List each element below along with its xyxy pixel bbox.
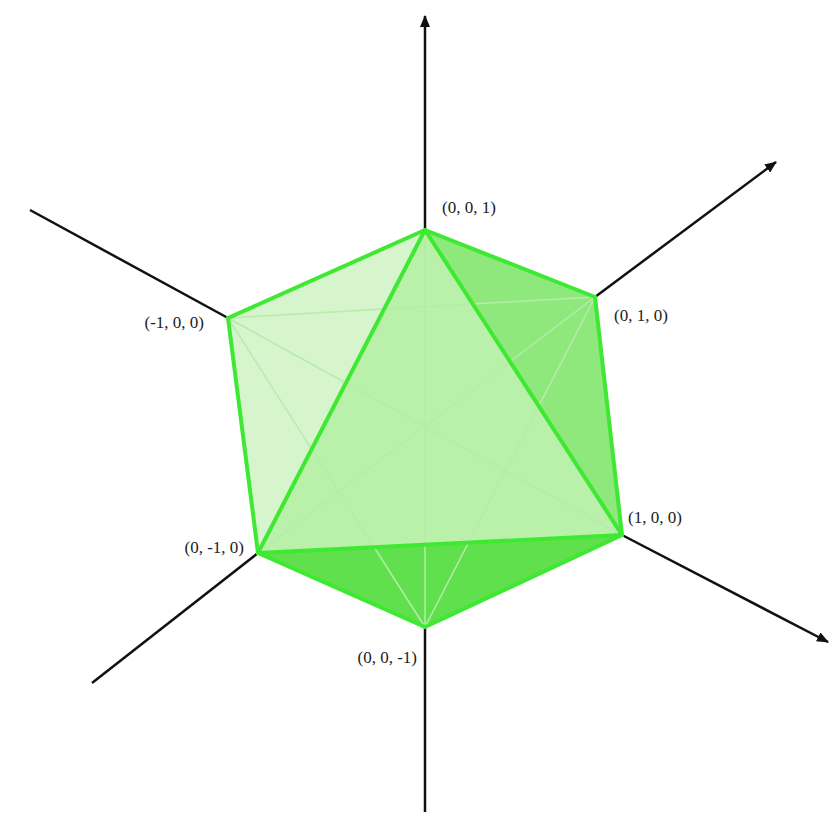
edge xyxy=(425,230,595,297)
interior-axis xyxy=(424,230,426,627)
y-axis xyxy=(595,162,776,297)
x-axis-negative xyxy=(30,210,228,318)
x-axis xyxy=(622,535,828,642)
hidden-edge xyxy=(228,318,425,627)
vertex-label: (0, 1, 0) xyxy=(612,306,670,326)
visible-edges xyxy=(228,230,622,627)
vertex-label: (-1, 0, 0) xyxy=(143,313,206,333)
edge xyxy=(228,230,425,318)
z-axis xyxy=(424,16,427,230)
y-axis-negative xyxy=(92,553,258,683)
hidden-edge xyxy=(228,297,595,318)
z-axis-negative xyxy=(424,627,427,812)
edge xyxy=(595,297,622,535)
vertex-label: (0, 0, -1) xyxy=(356,648,419,668)
edge xyxy=(228,318,258,553)
hidden-edge xyxy=(425,297,595,627)
hidden-edges xyxy=(228,230,622,627)
edge xyxy=(258,535,622,553)
vertex-label: (0, 0, 1) xyxy=(440,198,498,218)
edge xyxy=(425,535,622,627)
vertex-label: (1, 0, 0) xyxy=(626,508,684,528)
vertex-label: (0, -1, 0) xyxy=(183,538,246,558)
interior-axis xyxy=(258,297,595,553)
back-faces xyxy=(228,230,622,627)
axes xyxy=(30,16,828,812)
edge xyxy=(258,230,425,553)
edge xyxy=(425,230,622,535)
octahedron-faces xyxy=(228,230,622,627)
edge xyxy=(258,553,425,627)
right-face xyxy=(425,230,622,535)
bottom-face xyxy=(258,535,622,627)
